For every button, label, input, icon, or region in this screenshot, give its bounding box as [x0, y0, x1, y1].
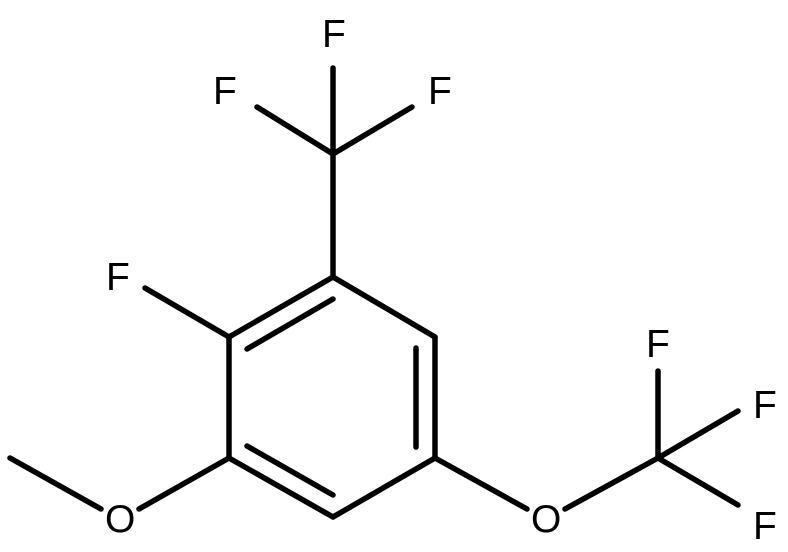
bond-o-to-cf3-carbon — [562, 455, 661, 512]
atom-label-f-cf3-right: F — [428, 70, 452, 113]
bond-ocf3-f-bottom — [655, 455, 741, 508]
trifluoromethyl-bonds — [254, 65, 415, 280]
atom-labels: F F F F O O F F F — [105, 13, 777, 548]
bond-ring-to-o-ocf3 — [432, 455, 530, 512]
trifluoromethoxy-bonds — [432, 368, 741, 512]
bond-o-to-methyl — [7, 455, 104, 512]
ring-bond-c3-c4 — [330, 455, 438, 520]
bond-ring-to-f — [142, 285, 232, 340]
ring-bond-c4-c5-inner — [244, 443, 336, 498]
atom-label-f-ocf3-mid: F — [753, 384, 777, 427]
atom-label-f-cf3-left: F — [213, 70, 237, 113]
bond-ring-to-o-methoxy — [136, 455, 232, 512]
atom-label-f-cf3-top: F — [322, 13, 346, 56]
benzene-ring-bonds — [226, 274, 438, 520]
ring-bond-c4-c5 — [226, 455, 336, 520]
ring-bond-c1-c2 — [330, 274, 438, 340]
ring-bond-c6-c1 — [226, 274, 336, 340]
methoxy-bonds — [7, 455, 232, 512]
atom-label-f-ocf3-bottom: F — [753, 505, 777, 548]
atom-label-o-ocf3: O — [531, 498, 561, 541]
bond-ocf3-f-mid — [655, 408, 741, 461]
atom-label-f-ring: F — [106, 256, 130, 299]
ring-bond-c6-c1-inner — [244, 296, 336, 352]
atom-label-o-methoxy: O — [105, 498, 135, 541]
ring-fluoro-bond — [142, 285, 232, 340]
atom-label-f-ocf3-top: F — [646, 323, 670, 366]
bond-cf3-f-left — [254, 104, 336, 157]
bond-cf3-f-right — [330, 104, 415, 157]
